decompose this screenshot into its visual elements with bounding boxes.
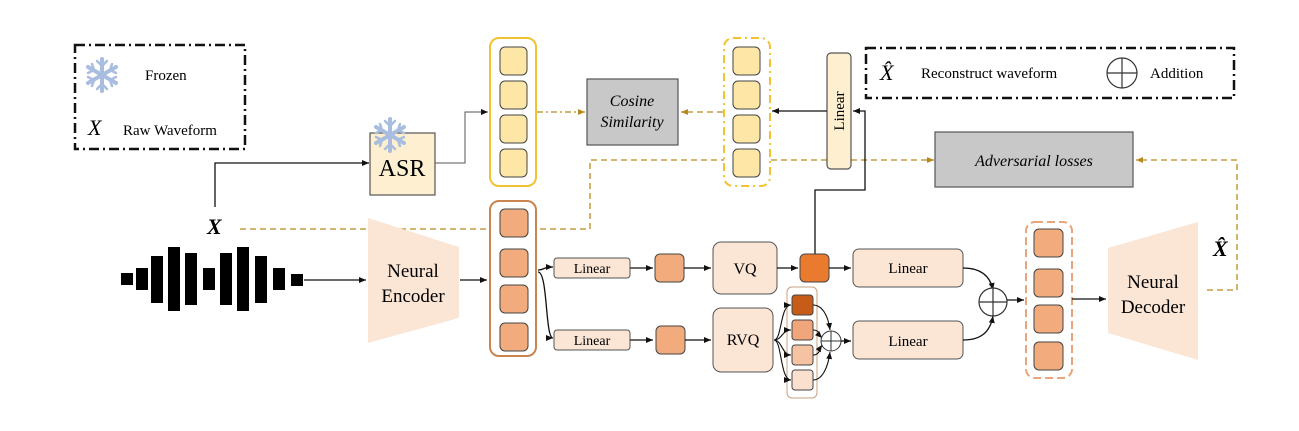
linear-bottom-block: Linear (553, 329, 631, 351)
rvq-addition-icon (820, 330, 842, 352)
addition-icon (1106, 57, 1138, 89)
vq-label: VQ (733, 261, 757, 278)
vq-output-token (799, 253, 830, 283)
addition-label: Addition (1150, 66, 1204, 82)
xhat-symbol: X̂ (879, 60, 895, 85)
linear-top-label: Linear (574, 262, 611, 277)
linear-bottom-label: Linear (574, 334, 611, 349)
reconstruct-label: Reconstruct waveform (921, 66, 1058, 82)
neural-decoder: Neural Decoder (1108, 222, 1198, 360)
legend-right: X̂ Reconstruct waveform Addition (864, 46, 1236, 100)
rvq-codebook-stack (786, 286, 818, 399)
linear-out-top-label: Linear (888, 261, 927, 277)
cosine-label-1: Cosine (610, 93, 654, 110)
decoder-input-stack (1025, 221, 1073, 379)
adversarial-losses-block: Adversarial losses (934, 131, 1134, 188)
linear-out-bottom-block: Linear (852, 320, 964, 360)
linear-top-block: Linear (553, 257, 631, 279)
x-symbol: X (87, 115, 103, 140)
linear-out-bottom-label: Linear (888, 334, 927, 350)
decoder-label-1: Neural (1127, 272, 1179, 293)
adversarial-label: Adversarial losses (974, 153, 1093, 170)
x-output-label: X̂ (1212, 236, 1229, 261)
decoder-label-2: Decoder (1121, 297, 1186, 318)
raw-waveform-label: Raw Waveform (123, 123, 217, 139)
linear-projection-block: Linear (826, 52, 852, 170)
asr-feature-stack (489, 37, 537, 187)
encoder-label-2: Encoder (381, 286, 445, 307)
vq-block: VQ (712, 241, 778, 295)
top-latent (654, 253, 685, 283)
frozen-label: Frozen (145, 68, 187, 84)
rvq-label: RVQ (727, 332, 760, 349)
neural-encoder: Neural Encoder (368, 218, 459, 343)
legend-left: Frozen X Raw Waveform (73, 43, 247, 151)
rvq-block: RVQ (712, 307, 774, 373)
cosine-label-2: Similarity (600, 114, 664, 131)
x-input-label: X (206, 214, 223, 239)
encoder-feature-stack (489, 200, 537, 357)
asr-block: ASR (369, 117, 436, 196)
merge-addition-icon (978, 287, 1008, 317)
asr-label: ASR (379, 156, 426, 182)
encoder-label-1: Neural (387, 261, 439, 282)
waveform-icon (121, 247, 303, 311)
bottom-latent (655, 325, 686, 355)
linear-out-top-block: Linear (852, 248, 964, 288)
snowflake-icon (86, 57, 118, 93)
cosine-similarity-block: Cosine Similarity (586, 78, 679, 146)
projected-feature-stack (723, 37, 771, 187)
linear-vertical-label: Linear (832, 91, 848, 130)
